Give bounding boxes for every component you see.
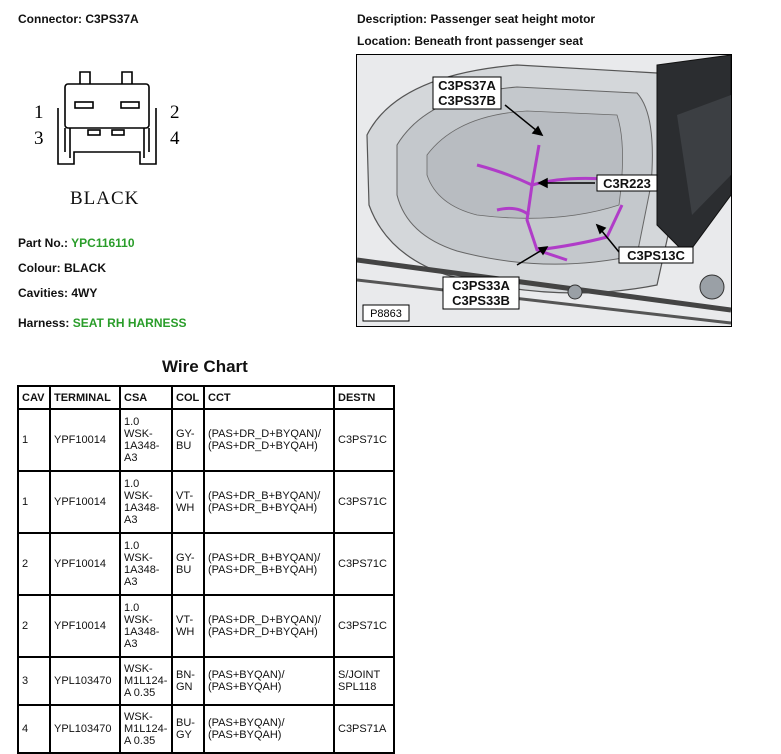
pin-number-3: 3 <box>34 128 44 149</box>
cavities-line: Cavities: 4WY <box>18 286 97 300</box>
cell-cav: 2 <box>17 594 51 658</box>
cell-cav: 1 <box>17 408 51 472</box>
cell-cav: 4 <box>17 704 51 754</box>
col-header-cct: CCT <box>203 385 335 410</box>
col-header-terminal: TERMINAL <box>49 385 121 410</box>
cell-destn: C3PS71C <box>333 470 395 534</box>
pin-number-2: 2 <box>170 102 180 123</box>
colour-value: BLACK <box>64 261 106 275</box>
description-value: Passenger seat height motor <box>430 12 596 26</box>
col-header-destn: DESTN <box>333 385 395 410</box>
cell-col: VT- WH <box>171 470 205 534</box>
description-line: Description: Passenger seat height motor <box>357 12 595 26</box>
connector-label: Connector: <box>18 12 82 26</box>
cell-csa: 1.0 WSK- 1A348- A3 <box>119 470 173 534</box>
cell-destn: C3PS71C <box>333 408 395 472</box>
tag-c3ps33b: C3PS33B <box>452 293 510 308</box>
cell-destn: C3PS71C <box>333 594 395 658</box>
col-header-cav: CAV <box>17 385 51 410</box>
cell-csa: WSK- M1L124- A 0.35 <box>119 656 173 706</box>
cell-csa: 1.0 WSK- 1A348- A3 <box>119 408 173 472</box>
colour-label: Colour: <box>18 261 61 275</box>
tag-c3ps37b: C3PS37B <box>438 93 496 108</box>
table-row: 1 YPF10014 1.0 WSK- 1A348- A3 GY- BU (PA… <box>17 408 395 472</box>
pin-slot-3 <box>87 129 101 136</box>
table-row: 1 YPF10014 1.0 WSK- 1A348- A3 VT- WH (PA… <box>17 470 395 534</box>
table-row: 3 YPL103470 WSK- M1L124- A 0.35 BN- GN (… <box>17 656 395 706</box>
wire-chart-title: Wire Chart <box>162 357 248 376</box>
cell-cav: 2 <box>17 532 51 596</box>
connector-colour-caption: BLACK <box>70 188 140 209</box>
tag-c3ps33a: C3PS33A <box>452 278 510 293</box>
location-line: Location: Beneath front passenger seat <box>357 34 583 48</box>
pin-slot-2 <box>120 101 140 109</box>
pin-slot-1 <box>74 101 94 109</box>
connector-pin-diagram: 1 2 3 4 <box>34 71 180 165</box>
table-row: 2 YPF10014 1.0 WSK- 1A348- A3 VT- WH (PA… <box>17 594 395 658</box>
cell-cav: 1 <box>17 470 51 534</box>
connector-line: Connector: C3PS37A <box>18 12 139 26</box>
colour-line: Colour: BLACK <box>18 261 106 275</box>
pin-number-1: 1 <box>34 102 44 123</box>
part-number-line: Part No.: YPC116110 <box>18 236 135 250</box>
wire-chart-table: CAV TERMINAL CSA COL CCT DESTN 1 YPF1001… <box>17 385 395 754</box>
location-value: Beneath front passenger seat <box>414 34 584 48</box>
cell-cct: (PAS+DR_B+BYQAN)/ (PAS+DR_B+BYQAH) <box>203 470 335 534</box>
cell-terminal: YPF10014 <box>49 408 121 472</box>
cell-terminal: YPL103470 <box>49 704 121 754</box>
col-header-csa: CSA <box>119 385 173 410</box>
harness-value[interactable]: SEAT RH HARNESS <box>72 316 187 330</box>
cell-destn: S/JOINT SPL118 <box>333 656 395 706</box>
tag-c3r223: C3R223 <box>603 176 651 191</box>
pin-slot-4 <box>111 129 125 136</box>
table-row: 2 YPF10014 1.0 WSK- 1A348- A3 GY- BU (PA… <box>17 532 395 596</box>
part-number-label: Part No.: <box>18 236 69 250</box>
cell-terminal: YPF10014 <box>49 470 121 534</box>
cell-csa: 1.0 WSK- 1A348- A3 <box>119 532 173 596</box>
cell-destn: C3PS71A <box>333 704 395 754</box>
cell-cct: (PAS+BYQAN)/ (PAS+BYQAH) <box>203 656 335 706</box>
photo-ref: P8863 <box>370 308 402 320</box>
connector-body <box>64 83 150 129</box>
pin-number-4: 4 <box>170 128 180 149</box>
cell-destn: C3PS71C <box>333 532 395 596</box>
col-header-col: COL <box>171 385 205 410</box>
cell-terminal: YPL103470 <box>49 656 121 706</box>
location-label: Location: <box>357 34 411 48</box>
connector-value: C3PS37A <box>85 12 139 26</box>
harness-line: Harness: SEAT RH HARNESS <box>18 316 187 330</box>
location-illustration: C3PS37A C3PS37B C3R223 C3PS13C C3PS33A C… <box>356 54 732 327</box>
tag-c3ps37a: C3PS37A <box>438 78 496 93</box>
cell-col: BN- GN <box>171 656 205 706</box>
table-header-row: CAV TERMINAL CSA COL CCT DESTN <box>17 385 395 410</box>
cell-col: VT- WH <box>171 594 205 658</box>
cavities-label: Cavities: <box>18 286 69 300</box>
connector-housing <box>57 108 157 165</box>
latch-tab-left <box>79 71 91 84</box>
cell-cav: 3 <box>17 656 51 706</box>
cell-cct: (PAS+DR_D+BYQAN)/ (PAS+DR_D+BYQAH) <box>203 408 335 472</box>
cell-col: BU- GY <box>171 704 205 754</box>
part-number-value[interactable]: YPC116110 <box>71 236 135 250</box>
cell-terminal: YPF10014 <box>49 594 121 658</box>
cell-cct: (PAS+BYQAN)/ (PAS+BYQAH) <box>203 704 335 754</box>
seat-frame-drawing: C3PS37A C3PS37B C3R223 C3PS13C C3PS33A C… <box>357 55 731 326</box>
tag-c3ps13c: C3PS13C <box>627 248 685 263</box>
latch-tab-right <box>121 71 133 84</box>
cell-terminal: YPF10014 <box>49 532 121 596</box>
cell-col: GY- BU <box>171 408 205 472</box>
harness-label: Harness: <box>18 316 70 330</box>
cell-cct: (PAS+DR_D+BYQAN)/ (PAS+DR_D+BYQAH) <box>203 594 335 658</box>
description-label: Description: <box>357 12 428 26</box>
table-row: 4 YPL103470 WSK- M1L124- A 0.35 BU- GY (… <box>17 704 395 754</box>
cell-cct: (PAS+DR_B+BYQAN)/ (PAS+DR_B+BYQAH) <box>203 532 335 596</box>
cell-csa: 1.0 WSK- 1A348- A3 <box>119 594 173 658</box>
cell-col: GY- BU <box>171 532 205 596</box>
cavities-value: 4WY <box>71 286 98 300</box>
cell-csa: WSK- M1L124- A 0.35 <box>119 704 173 754</box>
